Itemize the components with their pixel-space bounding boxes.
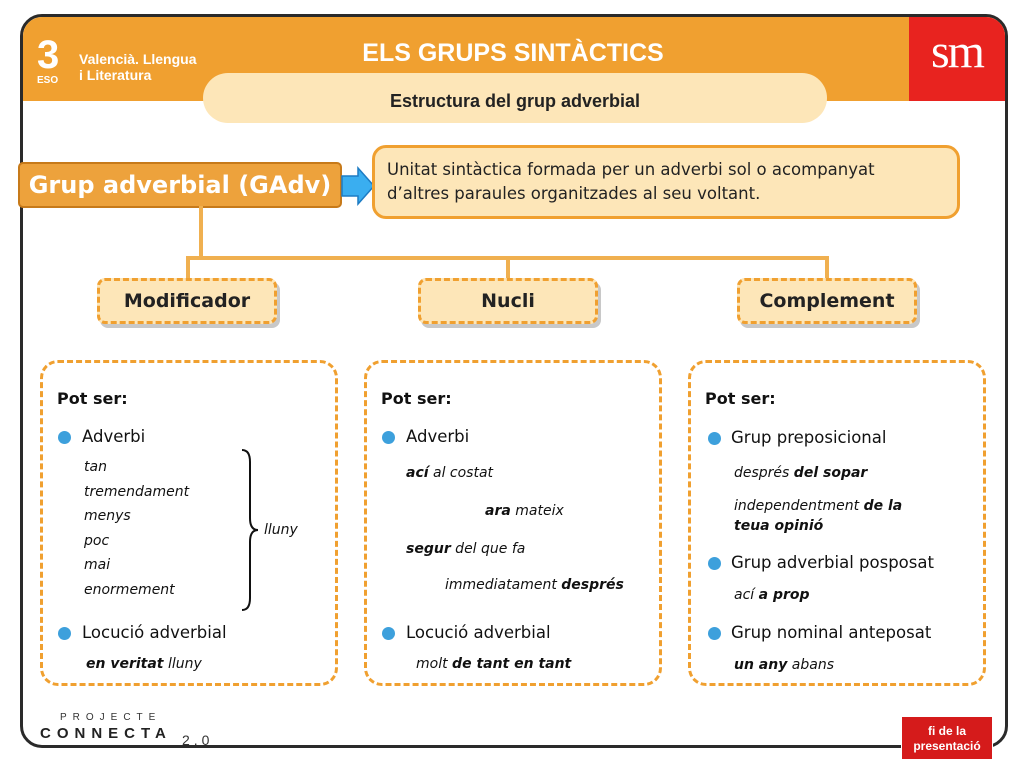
bullet-icon [708,627,721,640]
end-button-line1: fi de la [927,724,966,738]
bold-part: teua opinió [734,518,824,534]
grade-number: 3 [37,33,60,77]
bullet-icon [382,431,395,444]
mod-item-adverbi: Adverbi [82,427,146,446]
bullet-icon [58,431,71,444]
logo-version-text: 2.0 [182,732,214,748]
definition-line1: Unitat sintàctica formada per un adverbi… [387,160,875,179]
rest-part: independentment [734,498,864,514]
bold-part: després [561,577,624,593]
end-button-line2: presentació [913,739,981,753]
rest-part: lluny [163,656,202,672]
rest-part: després [734,465,794,481]
subject-line1: Valencià. Llengua [79,51,197,67]
page-subtitle: Estructura del grup adverbial [203,73,827,123]
branch-complement: Complement [737,278,917,324]
mod-heading: Pot ser: [57,389,128,408]
comp-heading: Pot ser: [705,389,776,408]
mod-example: tremendament [84,484,190,500]
connector-middle [506,256,510,280]
column-modificador [40,360,338,686]
definition-box: Unitat sintàctica formada per un adverbi… [372,145,960,219]
comp-example: independentment de la [734,498,902,514]
column-complement [688,360,986,686]
bullet-icon [708,432,721,445]
nucli-item-locucio: Locució adverbial [406,623,551,642]
rest-part: abans [787,657,835,673]
bold-part: del sopar [793,465,868,481]
bold-part: segur [406,541,451,557]
sm-logo: sm [909,17,1005,101]
comp-example: després del sopar [734,465,867,481]
bullet-icon [58,627,71,640]
definition-line2: d’altres paraules organitzades al seu vo… [387,184,761,203]
group-adverbial-box: Grup adverbial (GAdv) [18,162,342,208]
rest-part: immediatament [445,577,562,593]
connector-vertical-main [199,206,203,258]
nucli-example: ara mateix [485,503,564,519]
branch-nucli: Nucli [418,278,598,324]
bullet-icon [382,627,395,640]
bold-part: un any [734,657,788,673]
bold-part: ara [485,503,511,519]
page-title: ELS GRUPS SINTÀCTICS [362,39,664,67]
column-nucli [364,360,662,686]
rest-part: ací [734,587,759,603]
comp-example: un any abans [734,657,834,673]
brace-icon [241,449,259,611]
subject-label: Valencià. Llengua i Literatura [79,51,259,83]
mod-example-locucio: en veritat lluny [86,656,202,672]
rest-part: del que fa [450,541,526,557]
comp-item-posposat: Grup adverbial posposat [731,553,934,572]
bold-part: en veritat [86,656,164,672]
bold-part: de la [863,498,903,514]
connector-right [825,256,829,280]
comp-example: ací a prop [734,587,810,603]
nucli-example: immediatament després [445,577,624,593]
comp-example-cont: teua opinió [734,518,823,534]
nucli-example-locucio: molt de tant en tant [416,656,571,672]
nucli-example: segur del que fa [406,541,525,557]
rest-part: molt [416,656,453,672]
end-presentation-button[interactable]: fi de la presentació [901,716,993,760]
nucli-heading: Pot ser: [381,389,452,408]
logo-top-text: PROJECTE [60,712,162,723]
mod-example: tan [84,459,107,475]
slide: 3 ESO Valencià. Llengua i Literatura ELS… [20,14,1008,748]
bullet-icon [708,557,721,570]
mod-example: enormement [84,582,175,598]
subject-line2: i Literatura [79,67,152,83]
comp-item-anteposat: Grup nominal anteposat [731,623,932,642]
rest-part: mateix [510,503,564,519]
comp-item-preposicional: Grup preposicional [731,428,887,447]
grade-level: ESO [37,75,59,86]
bold-part: a prop [758,587,810,603]
branch-modificador: Modificador [97,278,277,324]
mod-brace-label: lluny [264,522,298,538]
nucli-example: ací al costat [406,465,493,481]
mod-item-locucio: Locució adverbial [82,623,227,642]
connector-left [186,256,190,280]
nucli-item-adverbi: Adverbi [406,427,470,446]
rest-part: al costat [428,465,494,481]
mod-example: poc [84,533,110,549]
bold-part: de tant en tant [452,656,572,672]
bold-part: ací [406,465,429,481]
mod-example: menys [84,508,131,524]
logo-main-text: CONNECTA [40,725,172,742]
mod-example: mai [84,557,111,573]
arrow-right-icon [341,166,376,206]
